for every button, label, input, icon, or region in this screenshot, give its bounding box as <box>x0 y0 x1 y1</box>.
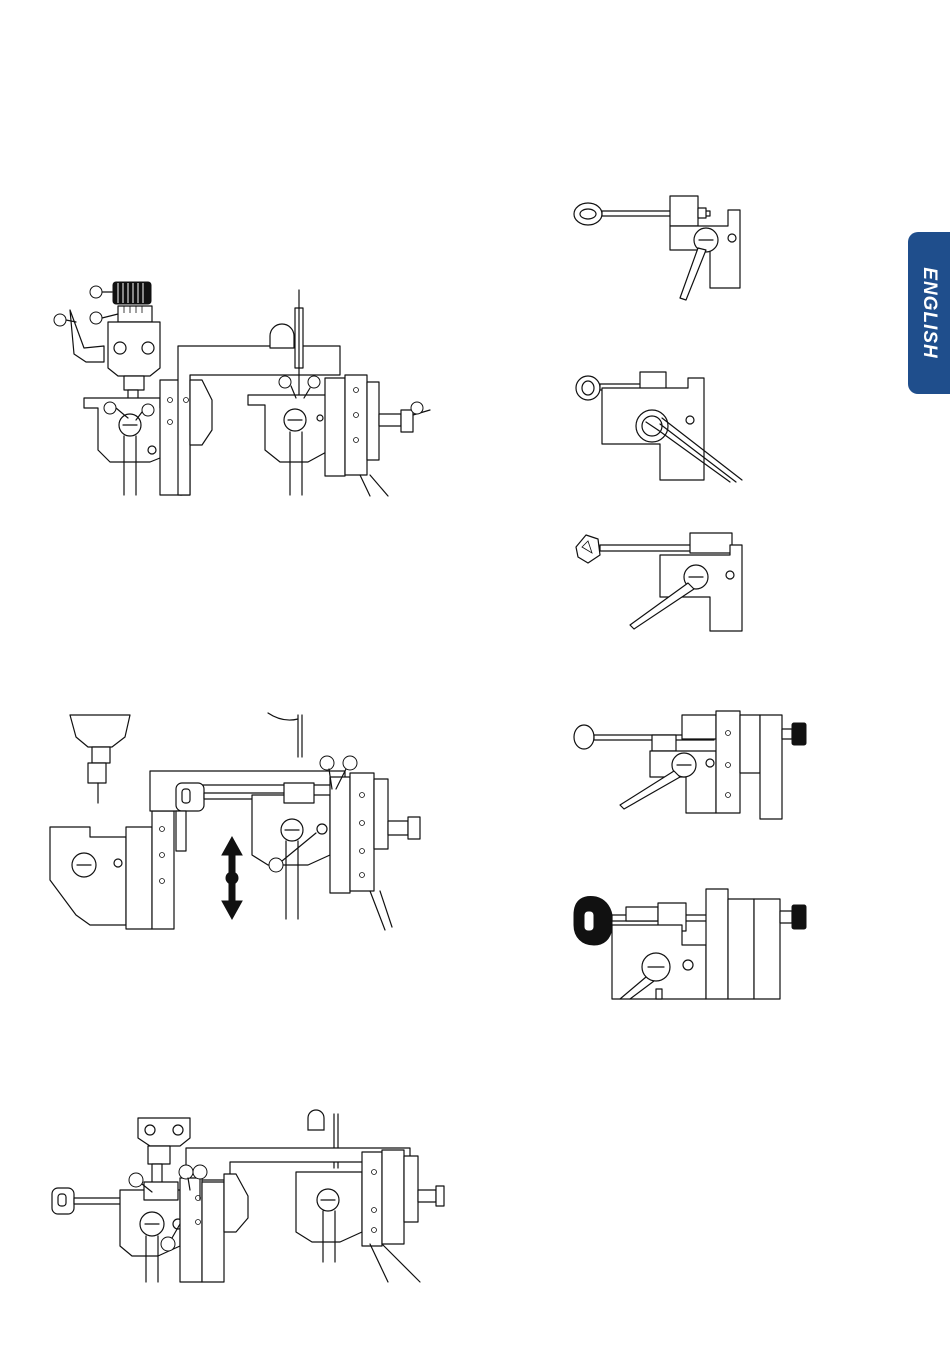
figure-machine-overview <box>40 250 440 500</box>
figure-clamp-bit-key-1 <box>570 188 750 303</box>
figure-key-clamping-machine <box>40 1110 450 1290</box>
language-tab-label: ENGLISH <box>918 267 940 358</box>
figure-clamp-bit-key-2 <box>570 368 750 483</box>
figure-clamp-plastic-head-key <box>570 885 820 1005</box>
figure-carriage-alignment <box>40 705 440 945</box>
language-tab[interactable]: ENGLISH <box>908 232 950 394</box>
figure-clamp-triangle-bow-key <box>570 525 750 635</box>
figure-clamp-long-key-stop <box>570 705 820 825</box>
vertical-double-arrow-icon <box>222 837 242 919</box>
